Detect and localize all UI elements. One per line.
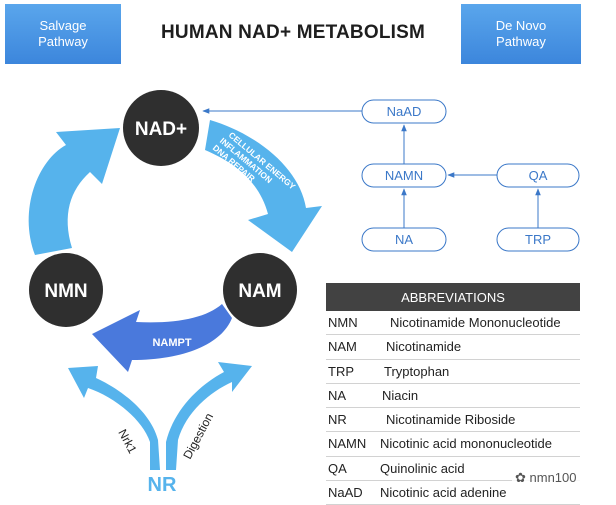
abbreviations-table: ABBREVIATIONS NMN Nicotinamide Mononucle… [326, 283, 580, 505]
arrow-nr-to-nam [166, 362, 252, 470]
watermark-icon: ✿ [515, 470, 530, 485]
arrow-nr-to-nmn [68, 366, 160, 470]
abbr-full: Nicotinic acid adenine [380, 485, 507, 501]
node-nam [223, 253, 297, 327]
arrow-nam-to-nmn [92, 304, 232, 372]
abbr-code: NMN [328, 315, 358, 330]
abbr-code: NaAD [328, 485, 363, 501]
node-nmn-label: NMN [44, 281, 87, 302]
salvage-pathway-label: Salvage Pathway [5, 4, 121, 64]
table-row: TRP Tryptophan [326, 360, 580, 384]
abbreviations-header: ABBREVIATIONS [326, 283, 580, 311]
abbr-full: Nicotinamide [386, 339, 462, 355]
table-row: NR Nicotinamide Riboside [326, 408, 580, 433]
page-title: HUMAN NAD+ METABOLISM [160, 22, 426, 43]
abbr-code: NAMN [328, 436, 367, 452]
node-nam-label: NAM [238, 281, 281, 302]
denovo-pathway-text: De Novo Pathway [495, 18, 547, 49]
denovo-qa-label: QA [529, 168, 548, 183]
nampt-label: NAMPT [152, 337, 191, 349]
abbr-full: Tryptophan [384, 363, 450, 379]
abbr-full: Niacin [382, 387, 419, 403]
arrow-nmn-to-nad [28, 128, 120, 255]
watermark-text: nmn100 [529, 470, 577, 485]
abbr-code: NR [328, 412, 347, 428]
table-row: NA Niacin [326, 384, 580, 409]
denovo-namn-label: NAMN [385, 168, 423, 183]
abbr-code: NA [328, 387, 347, 403]
abbr-full: Nicotinamide Riboside [386, 412, 516, 428]
abbr-full: Quinolinic acid [380, 460, 465, 476]
abbr-code: QA [328, 460, 347, 476]
table-row: NAM Nicotinamide [326, 335, 580, 360]
node-nr-label: NR [148, 474, 177, 496]
node-nmn [29, 253, 103, 327]
nrk1-label: Nrk1 [115, 427, 139, 456]
abbr-code: NAM [328, 339, 357, 355]
arrow-nad-to-nam [205, 120, 322, 252]
denovo-naad-label: NaAD [387, 104, 422, 119]
denovo-na-label: NA [395, 232, 413, 247]
abbr-full: Nicotinamide Mononucleotide [390, 315, 561, 330]
table-row: NAMN Nicotinic acid mononucleotide [326, 432, 580, 457]
salvage-pathway-text: Salvage Pathway [38, 18, 88, 49]
node-nad-label: NAD+ [135, 119, 187, 140]
table-row: NMN Nicotinamide Mononucleotide [326, 311, 580, 336]
table-row: QA Quinolinic acid [326, 457, 580, 482]
node-nad [123, 90, 199, 166]
denovo-pathway-label: De Novo Pathway [461, 4, 581, 64]
abbr-full: Nicotinic acid mononucleotide [380, 436, 552, 452]
watermark: ✿ nmn100 [512, 470, 580, 486]
abbr-code: TRP [328, 363, 354, 379]
denovo-trp-label: TRP [525, 232, 551, 247]
